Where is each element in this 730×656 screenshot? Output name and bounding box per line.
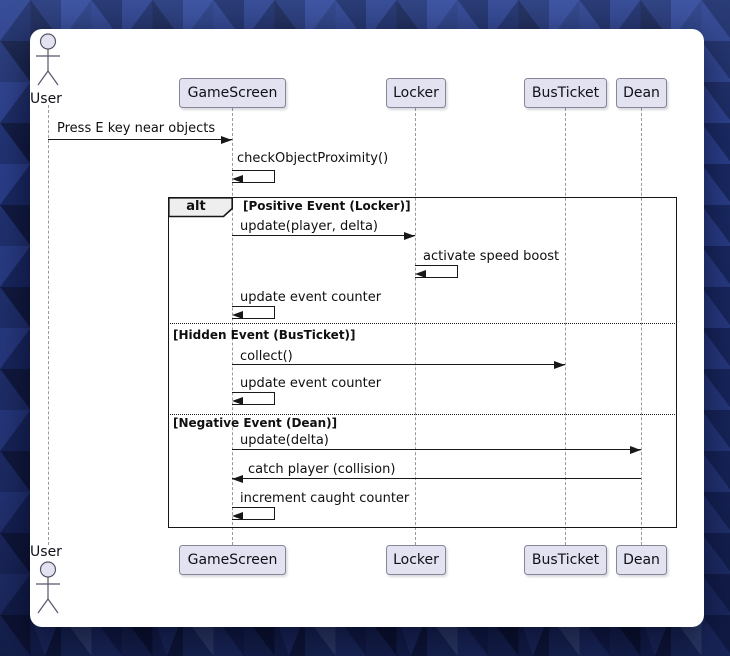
actor-figure-icon bbox=[36, 33, 60, 86]
self-message-arrow bbox=[231, 170, 275, 184]
arrowhead-icon bbox=[231, 311, 243, 320]
arrowhead-icon bbox=[554, 361, 565, 369]
arrowhead-icon bbox=[231, 397, 243, 406]
lifeline-user bbox=[47, 105, 49, 545]
message-label: checkObjectProximity() bbox=[237, 151, 389, 166]
arrowhead-icon bbox=[221, 136, 232, 144]
message-label: update event counter bbox=[240, 290, 382, 305]
message-label: update event counter bbox=[240, 376, 382, 391]
message-label: update(player, delta) bbox=[240, 219, 379, 234]
participant-locker-bottom: Locker bbox=[386, 545, 446, 575]
alt-fragment-frame bbox=[168, 197, 677, 528]
lifeline-gamescreen bbox=[231, 108, 233, 545]
self-message-arrow bbox=[231, 392, 275, 406]
actor-top-label: User bbox=[30, 91, 62, 107]
alt-operator-pentagon bbox=[168, 197, 233, 218]
alt-operator-label: alt bbox=[186, 199, 206, 214]
message-arrow bbox=[48, 139, 232, 140]
arrowhead-icon bbox=[232, 475, 243, 483]
participant-busticket-top: BusTicket bbox=[524, 78, 607, 108]
actor-figure-icon bbox=[36, 561, 60, 614]
fragment-section-divider bbox=[168, 414, 677, 415]
participant-dean-bottom: Dean bbox=[616, 545, 667, 575]
lifeline-dean bbox=[641, 108, 642, 545]
message-arrow bbox=[232, 449, 641, 450]
message-label: update(delta) bbox=[240, 433, 329, 448]
participant-dean-top: Dean bbox=[616, 78, 667, 108]
participant-gamescreen-top: GameScreen bbox=[179, 78, 286, 108]
message-label: collect() bbox=[240, 349, 293, 364]
arrowhead-icon bbox=[231, 175, 243, 184]
actor-bottom-label: User bbox=[30, 544, 62, 560]
message-label: increment caught counter bbox=[240, 491, 410, 506]
participant-gamescreen-bottom: GameScreen bbox=[179, 545, 286, 575]
arrowhead-icon bbox=[404, 232, 415, 240]
self-message-arrow bbox=[415, 265, 458, 279]
message-label: activate speed boost bbox=[423, 249, 560, 264]
arrowhead-icon bbox=[630, 446, 641, 454]
participant-busticket-bottom: BusTicket bbox=[524, 545, 607, 575]
message-arrow bbox=[232, 478, 641, 479]
self-message-arrow bbox=[231, 507, 275, 521]
arrowhead-icon bbox=[231, 512, 243, 521]
message-label: catch player (collision) bbox=[248, 462, 396, 477]
fragment-section-label: [Hidden Event (BusTicket)] bbox=[173, 328, 356, 342]
fragment-section-label: [Positive Event (Locker)] bbox=[243, 199, 411, 213]
message-arrow bbox=[232, 364, 565, 365]
arrowhead-icon bbox=[415, 270, 426, 279]
self-message-arrow bbox=[231, 306, 275, 320]
participant-locker-top: Locker bbox=[386, 78, 446, 108]
lifeline-busticket bbox=[565, 108, 566, 545]
message-arrow bbox=[232, 235, 415, 236]
message-label: Press E key near objects bbox=[57, 121, 216, 136]
fragment-section-label: [Negative Event (Dean)] bbox=[173, 416, 338, 430]
lifeline-locker bbox=[415, 108, 416, 545]
fragment-section-divider bbox=[168, 323, 677, 324]
